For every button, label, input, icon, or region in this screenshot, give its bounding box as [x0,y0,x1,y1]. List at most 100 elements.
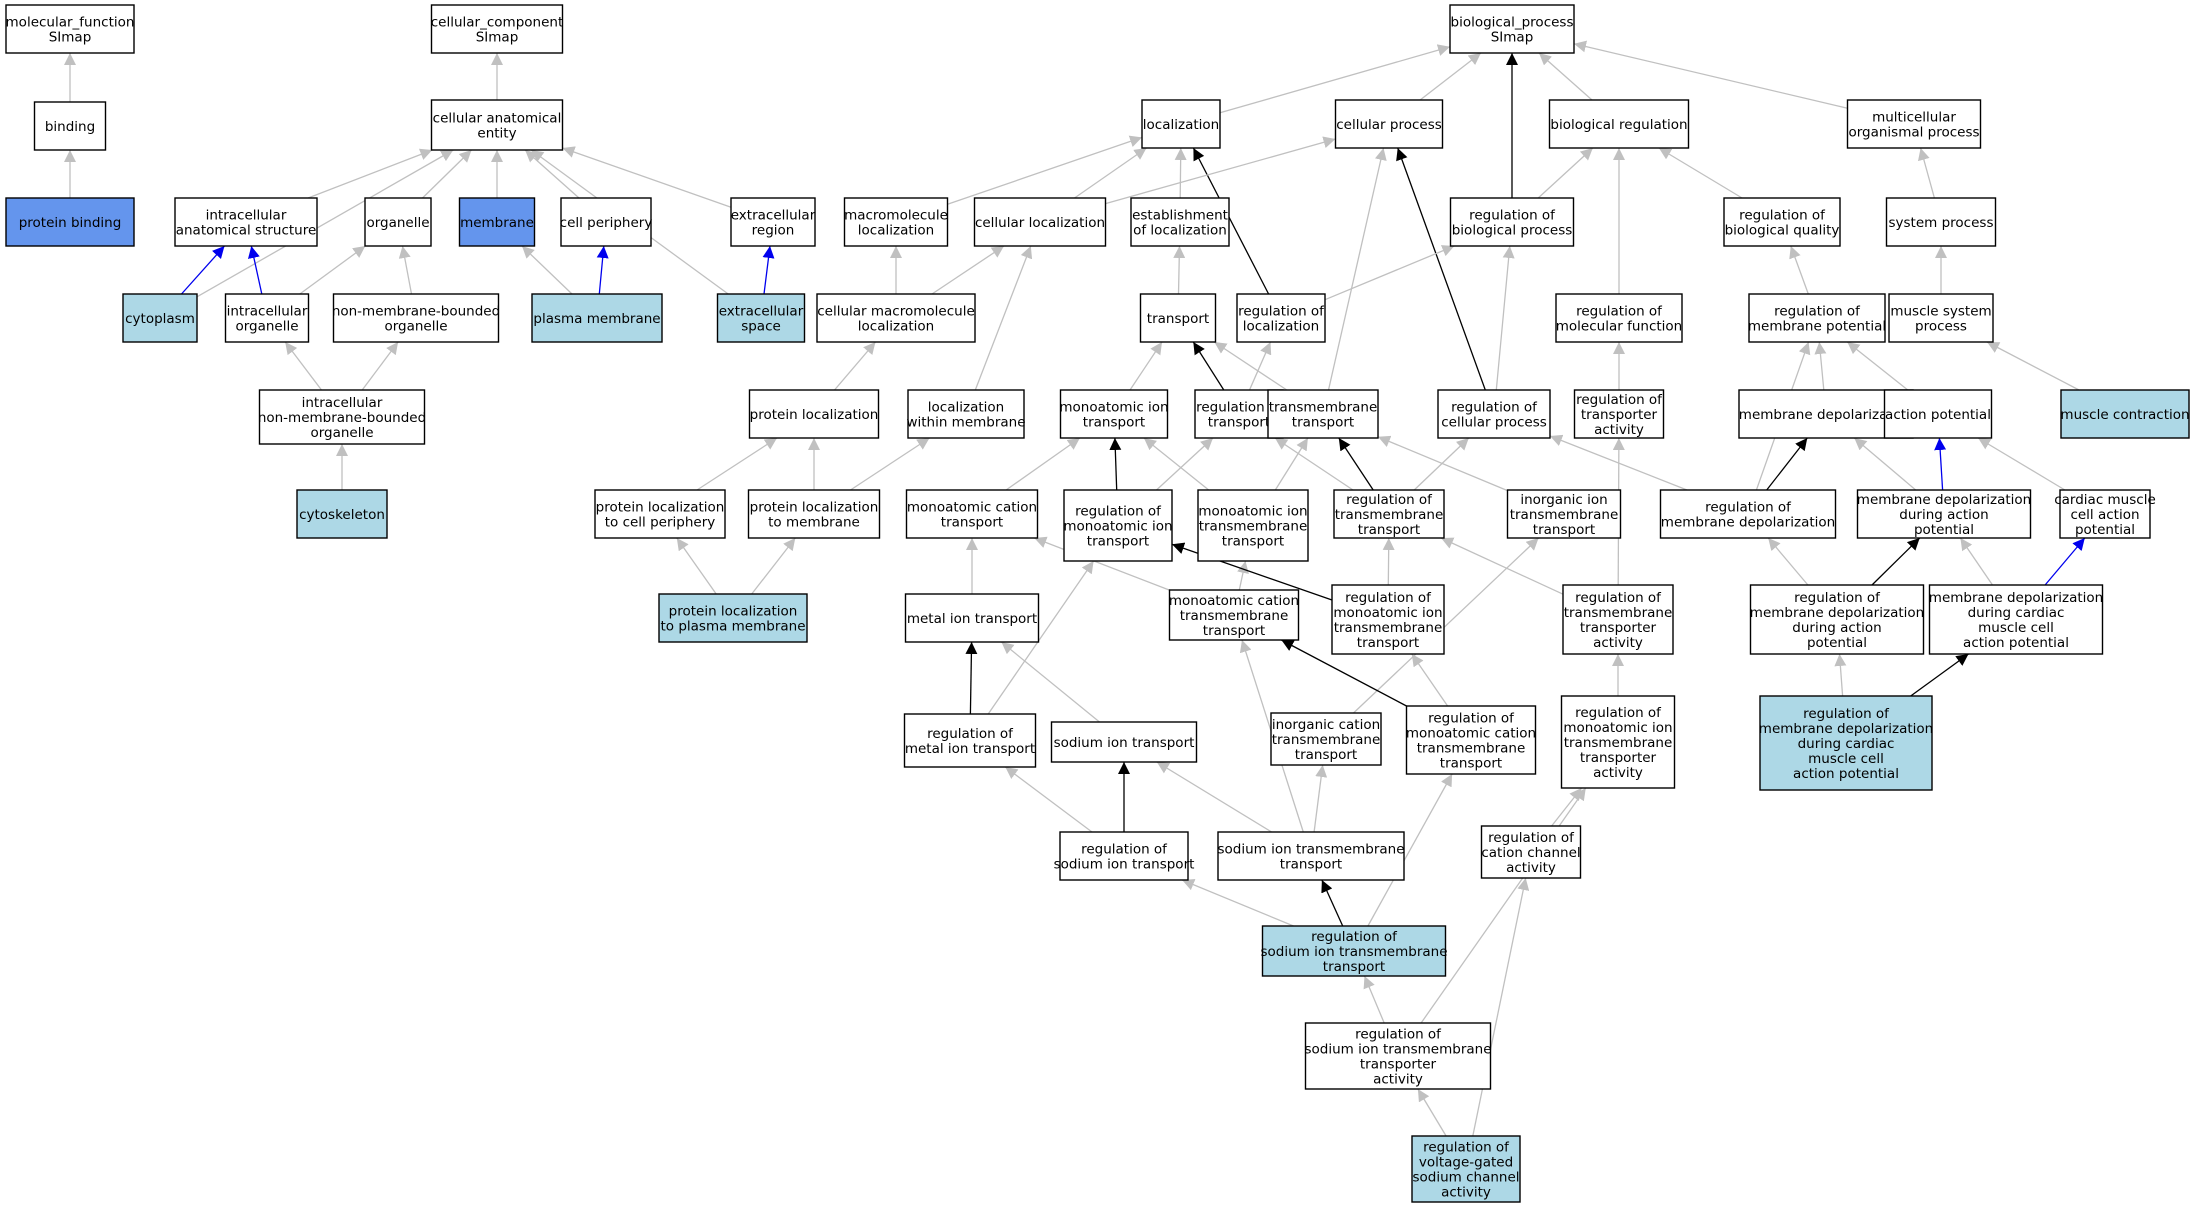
edge-line [521,245,573,295]
term-box [594,489,726,539]
term-label-line: regulation of [1705,500,1792,516]
term-box [1659,489,1837,539]
term-node-cellproc[interactable]: cellular process [1334,99,1444,149]
term-node-protloc[interactable]: protein localization [748,389,880,439]
term-node-bioreg[interactable]: biological regulation [1548,99,1690,149]
term-label-line: activity [1441,1185,1491,1201]
edge-musclecon-to-musclesys [1986,341,2080,391]
edge-regloc-to-localization [1192,147,1270,295]
term-node-metalion[interactable]: metal ion transport [904,593,1040,643]
term-label-line: muscle cell [1978,620,2054,636]
term-node-localization[interactable]: localization [1141,99,1221,149]
term-label: transport [1147,311,1209,327]
edge-regtransport-to-regloc [1248,341,1272,391]
term-node-cytoplasm[interactable]: cytoplasm [122,293,198,343]
term-node-sysproc[interactable]: system process [1885,197,1997,247]
term-box [1405,705,1537,775]
edge-regsitta-to-regsitt [1363,975,1385,1024]
term-label-line: sodium ion transmembrane [1217,842,1404,858]
term-node-protbind[interactable]: protein binding [5,197,135,247]
term-node-organelle[interactable]: organelle [364,197,432,247]
edge-regvgsca-to-regsitta [1417,1088,1447,1137]
edge-line [1324,245,1455,301]
term-box [5,197,135,247]
term-node-sodiumiont[interactable]: sodium ion transport [1050,721,1198,763]
term-box [658,593,808,643]
term-node-actpot[interactable]: action potential [1883,389,1993,439]
term-node-musclecon[interactable]: muscle contraction [2060,389,2190,439]
term-label-line: region [752,223,795,239]
term-node-cytoskel[interactable]: cytoskeleton [296,489,388,539]
term-label-line: molecular_function [6,15,135,31]
term-node-cellperiph[interactable]: cell periphery [560,197,653,247]
edge-mddcmcap-to-cmcap [2044,537,2086,586]
term-label-line: activity [1593,765,1643,781]
term-label-line: localization [858,319,934,335]
term-node-membrane[interactable]: membrane [458,197,536,247]
term-label-line: inorganic cation [1272,717,1380,733]
term-box [224,293,310,343]
term-label-line: system process [1889,215,1994,231]
term-node-transport[interactable]: transport [1139,293,1217,343]
edge-nmbo-to-organelle [398,245,413,295]
term-label-line: macromolecule [844,208,948,224]
term-node-binding[interactable]: binding [33,101,107,151]
term-node-cellloc[interactable]: cellular localization [973,197,1107,247]
term-node-plasmamem[interactable]: plasma membrane [531,293,663,343]
